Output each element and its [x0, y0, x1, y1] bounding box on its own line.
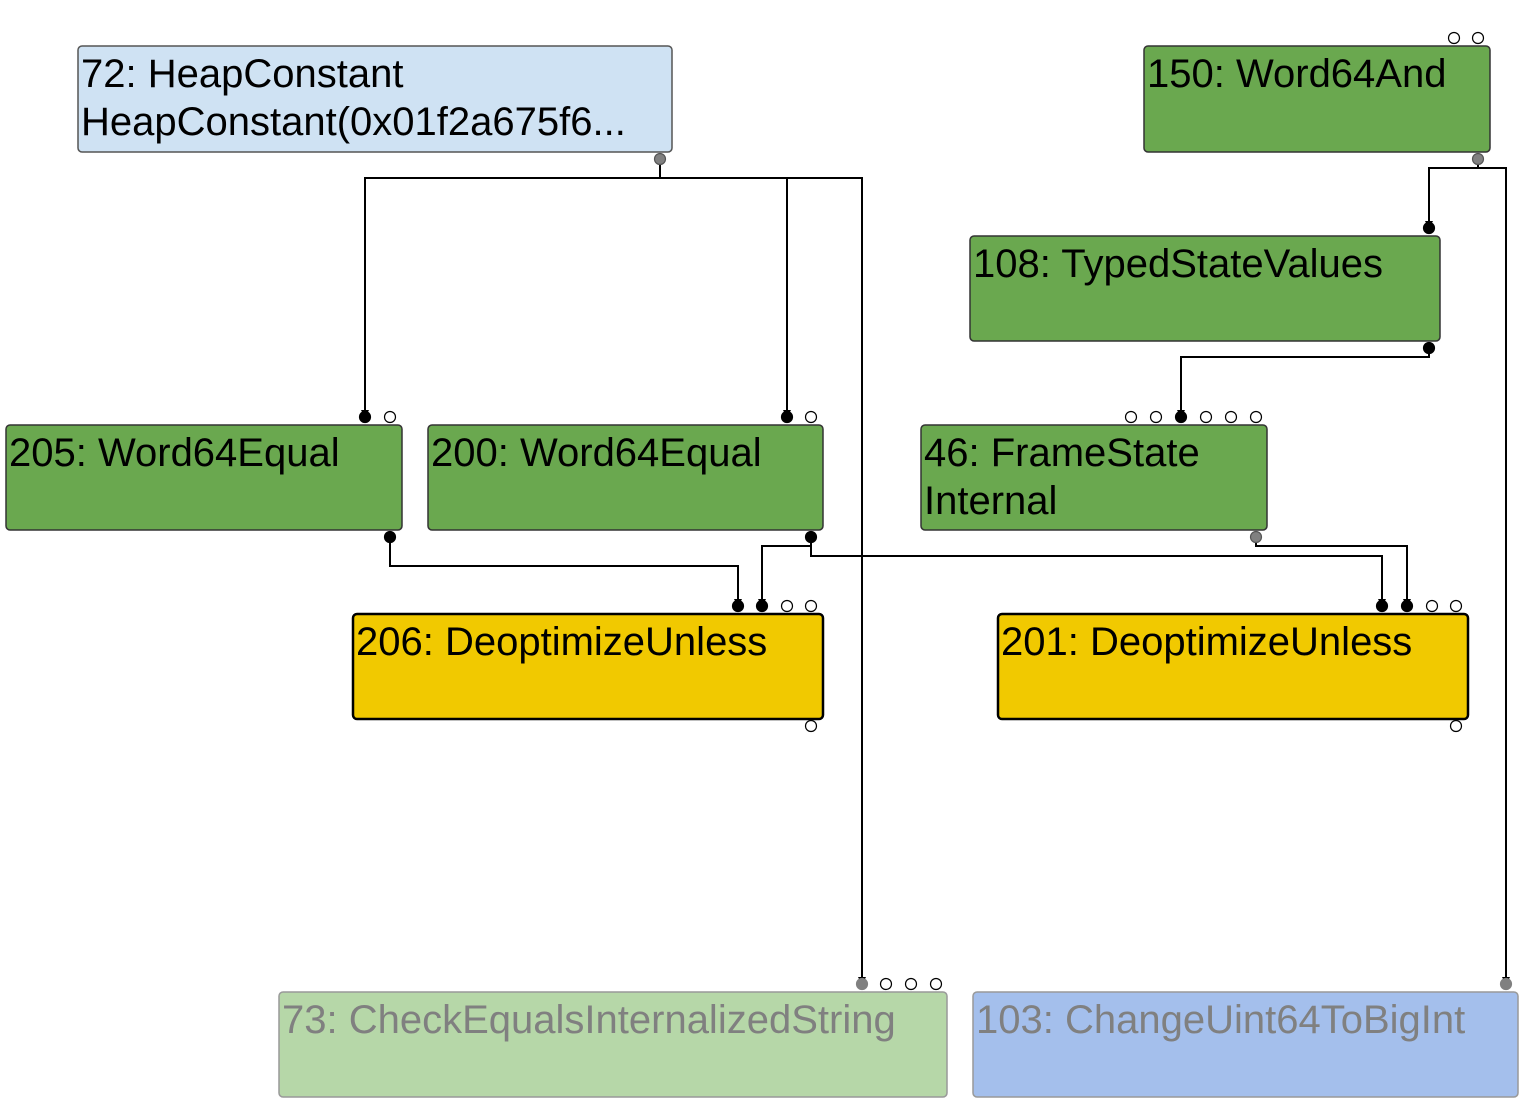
node-n150[interactable]: 150: Word64And: [1143, 31, 1491, 166]
input-port-n46-3[interactable]: [1199, 410, 1213, 424]
node-label-n108-line-0: 108: TypedStateValues: [973, 242, 1383, 286]
edge-n205-to-n206: [389, 537, 739, 607]
input-port-n150-0[interactable]: [1447, 31, 1461, 45]
input-port-n206-3[interactable]: [804, 599, 818, 613]
edge-n108-to-n46: [1180, 348, 1430, 418]
node-label-n205-line-0: 205: Word64Equal: [9, 431, 340, 475]
node-label-n150-line-0: 150: Word64And: [1147, 52, 1446, 96]
node-label-n206-line-0: 206: DeoptimizeUnless: [356, 620, 767, 664]
input-port-n150-1[interactable]: [1471, 31, 1485, 45]
nodes-layer: 72: HeapConstantHeapConstant(0x01f2a675f…: [5, 31, 1519, 1098]
output-port-n205[interactable]: [383, 530, 397, 544]
node-box-n201[interactable]: [996, 612, 1470, 721]
node-box-n205[interactable]: [5, 424, 403, 531]
input-port-n201-3[interactable]: [1449, 599, 1463, 613]
node-box-n200[interactable]: [427, 424, 824, 531]
edge-n72-to-n73: [659, 159, 863, 985]
node-n108[interactable]: 108: TypedStateValues: [969, 221, 1441, 355]
node-n206[interactable]: 206: DeoptimizeUnless: [351, 599, 825, 733]
node-box-n150[interactable]: [1143, 45, 1491, 153]
node-label-n200-line-0: 200: Word64Equal: [431, 431, 762, 475]
node-n205[interactable]: 205: Word64Equal: [5, 410, 403, 544]
node-n73[interactable]: 73: CheckEqualsInternalizedString: [278, 977, 948, 1098]
node-label-n46-line-1: Internal: [924, 479, 1057, 523]
input-port-n73-0[interactable]: [855, 977, 869, 991]
output-port-n46[interactable]: [1249, 530, 1263, 544]
input-port-n206-2[interactable]: [780, 599, 794, 613]
input-port-n200-1[interactable]: [804, 410, 818, 424]
edge-n200-to-n201: [810, 537, 1383, 607]
node-box-n73[interactable]: [278, 991, 948, 1098]
input-port-n46-4[interactable]: [1224, 410, 1238, 424]
edge-n150-to-n103: [1477, 159, 1507, 985]
node-n103[interactable]: 103: ChangeUint64ToBigInt: [972, 977, 1519, 1098]
node-box-n72[interactable]: [77, 45, 673, 153]
output-port-n201[interactable]: [1449, 719, 1463, 733]
input-port-n200-0[interactable]: [780, 410, 794, 424]
edge-n200-to-n206: [761, 537, 812, 607]
edge-n72-to-n205: [364, 159, 661, 418]
edge-n46-to-n201: [1255, 537, 1408, 607]
node-n201[interactable]: 201: DeoptimizeUnless: [996, 599, 1470, 733]
input-port-n206-1[interactable]: [755, 599, 769, 613]
node-box-n108[interactable]: [969, 235, 1441, 342]
input-port-n201-1[interactable]: [1400, 599, 1414, 613]
input-port-n46-2[interactable]: [1174, 410, 1188, 424]
node-label-n72-line-1: HeapConstant(0x01f2a675f6...: [81, 100, 626, 144]
input-port-n205-0[interactable]: [358, 410, 372, 424]
output-port-n72[interactable]: [653, 152, 667, 166]
node-box-n103[interactable]: [972, 991, 1519, 1098]
edge-n150-to-n108: [1428, 159, 1479, 229]
node-label-n46-line-0: 46: FrameState: [924, 431, 1200, 475]
input-port-n206-0[interactable]: [731, 599, 745, 613]
input-port-n205-1[interactable]: [383, 410, 397, 424]
output-port-n206[interactable]: [804, 719, 818, 733]
input-port-n73-2[interactable]: [904, 977, 918, 991]
input-port-n46-5[interactable]: [1249, 410, 1263, 424]
edge-n72-to-n200: [659, 159, 788, 418]
output-port-n108[interactable]: [1422, 341, 1436, 355]
input-port-n108-0[interactable]: [1422, 221, 1436, 235]
output-port-n150[interactable]: [1471, 152, 1485, 166]
input-port-n46-1[interactable]: [1149, 410, 1163, 424]
input-port-n46-0[interactable]: [1124, 410, 1138, 424]
output-port-n200[interactable]: [804, 530, 818, 544]
node-n200[interactable]: 200: Word64Equal: [427, 410, 824, 544]
node-label-n73-line-0: 73: CheckEqualsInternalizedString: [282, 998, 896, 1042]
node-n72[interactable]: 72: HeapConstantHeapConstant(0x01f2a675f…: [77, 45, 673, 166]
node-label-n201-line-0: 201: DeoptimizeUnless: [1001, 620, 1412, 664]
node-label-n72-line-0: 72: HeapConstant: [81, 52, 403, 96]
node-box-n206[interactable]: [351, 612, 825, 721]
input-port-n73-3[interactable]: [929, 977, 943, 991]
input-port-n201-2[interactable]: [1425, 599, 1439, 613]
input-port-n201-0[interactable]: [1375, 599, 1389, 613]
node-label-n103-line-0: 103: ChangeUint64ToBigInt: [976, 998, 1465, 1042]
input-port-n73-1[interactable]: [879, 977, 893, 991]
node-box-n46[interactable]: [920, 424, 1268, 531]
input-port-n103-0[interactable]: [1499, 977, 1513, 991]
